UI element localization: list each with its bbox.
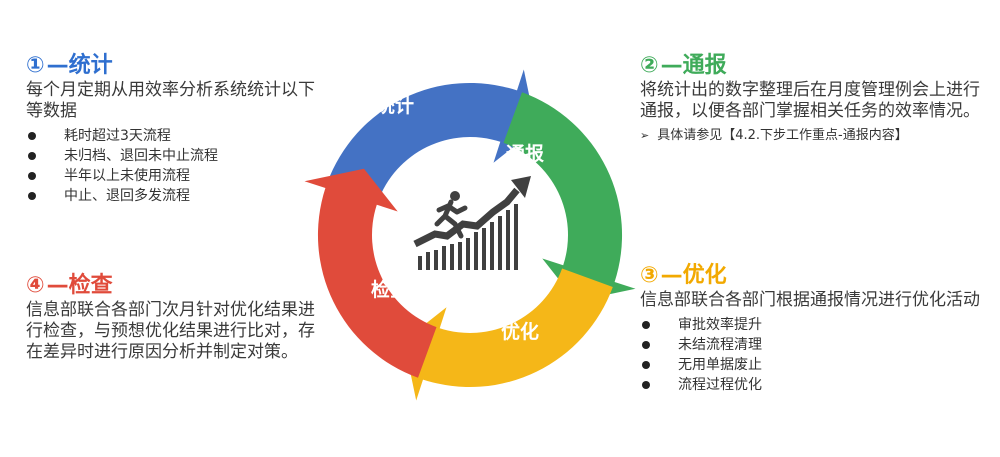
segment-label: 通报 bbox=[506, 142, 544, 165]
segment-check bbox=[304, 168, 437, 378]
step-title: —通报 bbox=[660, 53, 727, 78]
list-item: 审批效率提升 bbox=[640, 315, 985, 335]
list-item: 无用单据废止 bbox=[640, 355, 985, 375]
arrow-bullet-icon: ➢ bbox=[640, 129, 650, 142]
panel-heading: ③—优化 bbox=[640, 262, 985, 290]
segment-statistics bbox=[327, 69, 537, 202]
panel-check: ④—检查 信息部联合各部门次月针对优化结果进行检查，与预想优化结果进行比对，存在… bbox=[26, 272, 326, 363]
panel-description: 信息部联合各部门根据通报情况进行优化活动 bbox=[640, 290, 980, 310]
cycle-segments bbox=[304, 69, 636, 401]
panel-description: 信息部联合各部门次月针对优化结果进行检查，与预想优化结果进行比对，存在差异时进行… bbox=[26, 300, 315, 362]
list-item: 流程过程优化 bbox=[640, 375, 985, 395]
list-item: 耗时超过3天流程 bbox=[26, 126, 326, 146]
panel-heading: ④—检查 bbox=[26, 272, 326, 300]
segment-label: 检查 bbox=[371, 278, 410, 301]
list-item: 未结流程清理 bbox=[640, 335, 985, 355]
list-item: 未归档、退回未中止流程 bbox=[26, 146, 326, 166]
runner-on-rising-chart-icon bbox=[413, 176, 531, 270]
list-item: 半年以上未使用流程 bbox=[26, 166, 326, 186]
list-item: 中止、退回多发流程 bbox=[26, 186, 326, 206]
step-number: ① bbox=[26, 53, 45, 78]
segment-optimize bbox=[403, 268, 613, 401]
panel-heading: ①—统计 bbox=[26, 52, 326, 80]
segment-report bbox=[503, 92, 636, 302]
panel-report: ②—通报 将统计出的数字整理后在月度管理例会上进行通报，以便各部门掌握相关任务的… bbox=[640, 52, 985, 146]
segment-label: 统计 bbox=[376, 94, 414, 117]
panel-heading: ②—通报 bbox=[640, 52, 985, 80]
panel-description: 将统计出的数字整理后在月度管理例会上进行通报，以便各部门掌握相关任务的效率情况。 bbox=[640, 80, 980, 121]
step-title: —统计 bbox=[46, 53, 113, 78]
bullet-list: 耗时超过3天流程 未归档、退回未中止流程 半年以上未使用流程 中止、退回多发流程 bbox=[26, 126, 326, 206]
bullet-list: 审批效率提升 未结流程清理 无用单据废止 流程过程优化 bbox=[640, 315, 985, 395]
panel-description: 每个月定期从用效率分析系统统计以下等数据 bbox=[26, 80, 315, 121]
step-number: ③ bbox=[640, 263, 659, 288]
reference-text: 具体请参见【4.2.下步工作重点-通报内容】 bbox=[657, 128, 908, 143]
step-number: ④ bbox=[26, 273, 45, 298]
panel-statistics: ①—统计 每个月定期从用效率分析系统统计以下等数据 耗时超过3天流程 未归档、退… bbox=[26, 52, 326, 206]
panel-optimize: ③—优化 信息部联合各部门根据通报情况进行优化活动 审批效率提升 未结流程清理 … bbox=[640, 262, 985, 395]
step-title: —优化 bbox=[660, 263, 727, 288]
step-number: ② bbox=[640, 53, 659, 78]
reference-note: ➢ 具体请参见【4.2.下步工作重点-通报内容】 bbox=[640, 126, 985, 146]
segment-label: 优化 bbox=[501, 320, 539, 343]
step-title: —检查 bbox=[46, 273, 113, 298]
